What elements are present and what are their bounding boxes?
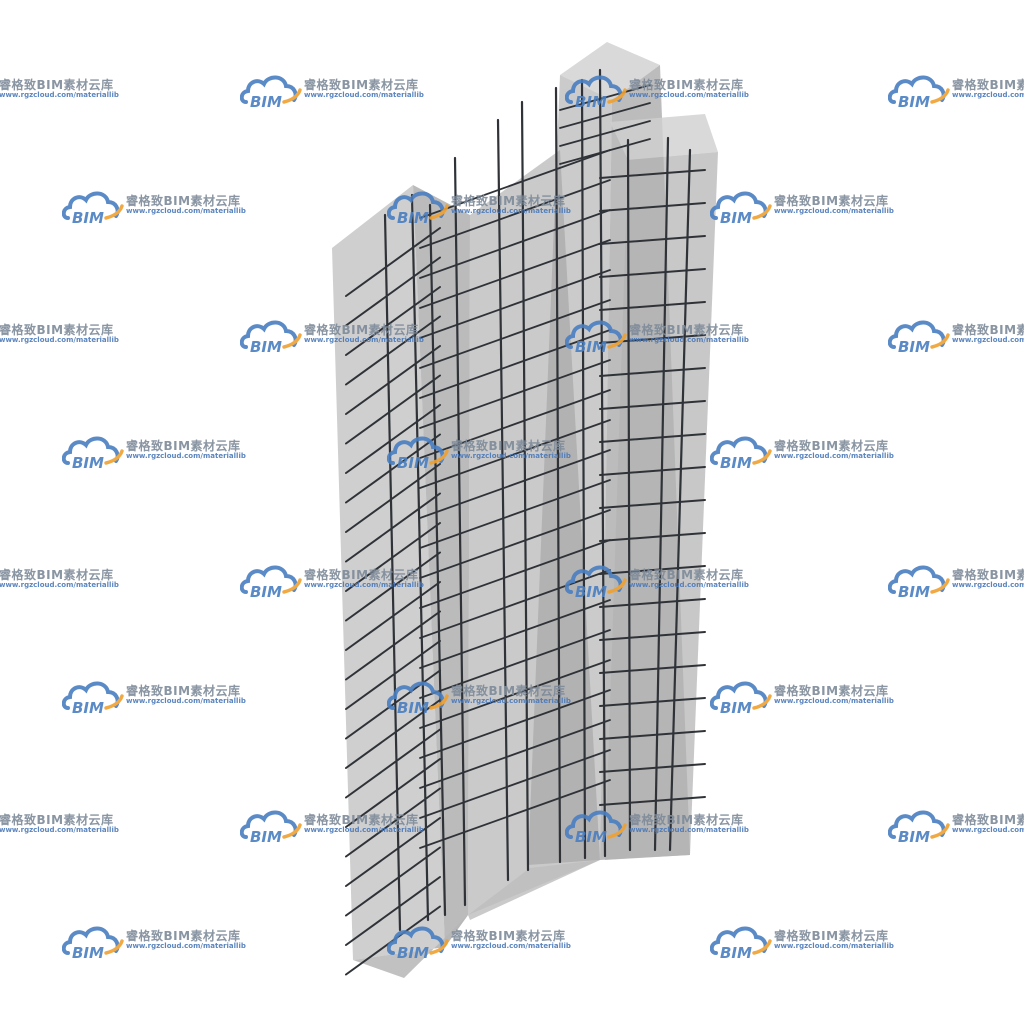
flange-rebar (599, 697, 706, 707)
horizontal-rebar (345, 728, 441, 799)
vertical-rebar (383, 213, 402, 932)
flange-rebar (599, 532, 706, 542)
horizontal-rebar (345, 345, 441, 415)
tie-rebar (419, 299, 611, 369)
flange-rebar (599, 268, 706, 278)
wall-slab-side (413, 185, 470, 947)
flange-rebar (599, 499, 706, 509)
tie-rebar (419, 629, 611, 699)
rebar-cage (345, 68, 706, 976)
tie-rebar (419, 419, 611, 489)
tie-rebar (419, 779, 611, 849)
flange-rebar (599, 664, 706, 674)
flange-rebar (599, 631, 706, 641)
tie-rebar (419, 269, 611, 339)
vertical-rebar (598, 68, 607, 858)
flange-rebar (599, 169, 706, 179)
horizontal-rebar (345, 492, 441, 563)
tie-rebar (419, 689, 611, 759)
horizontal-rebar (345, 256, 441, 327)
vertical-rebar (653, 136, 670, 852)
horizontal-rebar (345, 551, 441, 622)
vertical-rebar (496, 118, 510, 882)
tie-rebar (419, 719, 611, 789)
flange-rebar (599, 301, 706, 311)
tie-rebar (419, 749, 611, 819)
horizontal-rebar (345, 463, 441, 533)
column-top-rebar (559, 138, 651, 165)
return-wall-top (610, 114, 718, 160)
horizontal-rebar (345, 846, 441, 917)
tie-rebar (419, 539, 611, 609)
vertical-rebar (554, 86, 562, 864)
flange-rebar (599, 367, 706, 377)
horizontal-rebar (345, 522, 441, 592)
vertical-rebar (626, 138, 632, 852)
horizontal-rebar (345, 640, 441, 710)
flange-rebar (599, 730, 706, 740)
flange-rebar (599, 763, 706, 773)
horizontal-rebar (345, 787, 441, 858)
vertical-rebar (428, 203, 447, 917)
horizontal-rebar (345, 758, 441, 828)
flange-rebar (599, 400, 706, 410)
flange-rebar (599, 202, 706, 212)
tie-rebar (419, 449, 611, 519)
tie-rebar (419, 179, 611, 249)
horizontal-rebar (345, 876, 441, 946)
tie-rebar (419, 359, 611, 429)
horizontal-rebar (345, 699, 441, 769)
column-top-rebar (559, 102, 651, 129)
tie-rebar (419, 599, 611, 669)
tie-rebar (419, 389, 611, 459)
vertical-rebar (453, 156, 467, 907)
vertical-rebar (520, 100, 530, 872)
web-panel-bottom (468, 860, 600, 920)
tie-rebar (419, 149, 611, 219)
horizontal-rebar (345, 581, 441, 651)
horizontal-rebar (345, 315, 441, 386)
horizontal-rebar (345, 610, 441, 681)
flange-rebar (599, 796, 706, 806)
flange-rebar (599, 598, 706, 608)
tie-rebar (419, 509, 611, 579)
tie-rebar (419, 209, 611, 279)
tie-rebar (419, 239, 611, 309)
horizontal-rebar (345, 817, 441, 887)
horizontal-rebar (345, 286, 441, 356)
column-top-rebar (559, 120, 651, 147)
flange-rebar (599, 235, 706, 245)
horizontal-rebar (345, 227, 441, 297)
flange-rebar (599, 433, 706, 443)
tie-rebar (419, 479, 611, 549)
horizontal-rebar (345, 374, 441, 445)
wall-slab-bottom (353, 915, 468, 978)
flange-rebar (599, 466, 706, 476)
tie-rebar (419, 659, 611, 729)
